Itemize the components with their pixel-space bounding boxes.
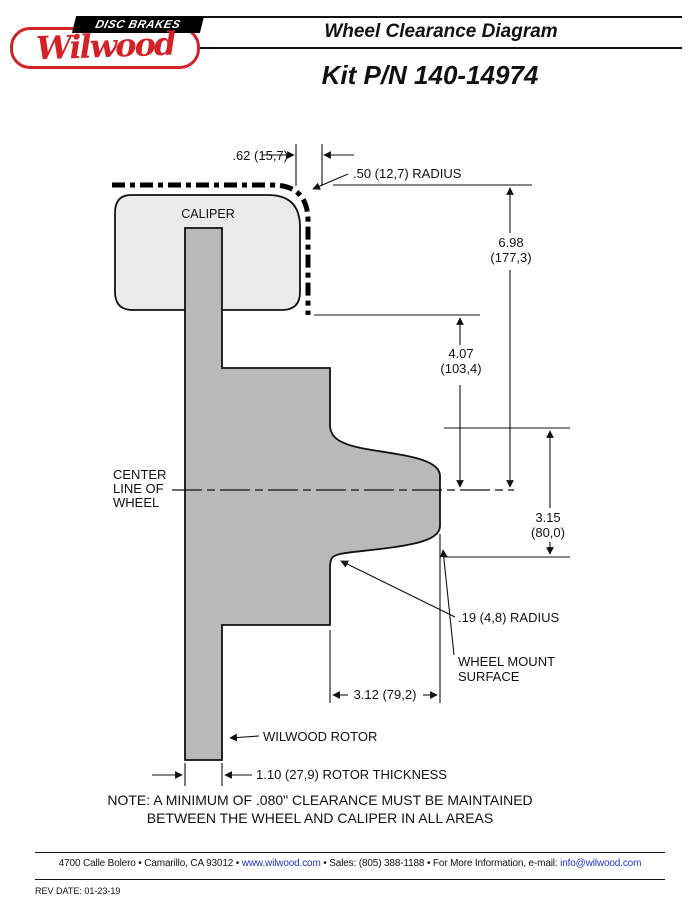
dim-312-text: 3.12 (79,2) [354,687,417,702]
footer-contact-line: 4700 Calle Bolero • Camarillo, CA 93012 … [0,858,700,869]
footer-sales: • Sales: (805) 388-1188 • For More Infor… [320,858,561,869]
rotor-thickness-text: 1.10 (27,9) ROTOR THICKNESS [256,767,447,782]
wilwood-wordmark: Wilwood [35,24,175,67]
kit-number: Kit P/N 140-14974 [321,60,539,90]
footer-email-link[interactable]: info@wilwood.com [560,858,642,869]
dim-62-text: .62 (15,7) [232,148,288,163]
wilwood-logo: Wilwood DISC BRAKES [10,16,205,69]
centerline-label-1: CENTER [113,467,166,482]
wheel-mount-text-1: WHEEL MOUNT [458,654,555,669]
page-title: Wheel Clearance Diagram [324,21,558,42]
dim-315-mm: (80,0) [531,525,565,540]
note-line-1: NOTE: A MINIMUM OF .080" CLEARANCE MUST … [107,792,532,808]
dim-315-in: 3.15 [535,510,560,525]
dim-407-mm: (103,4) [440,361,481,376]
centerline-label-2: LINE OF [113,481,164,496]
wheel-mount-text-2: SURFACE [458,669,520,684]
wheel-clearance-diagram: CALIPER CENTER LINE OF WHEEL .62 (15,7) … [107,144,570,826]
dim-698-mm: (177,3) [490,250,531,265]
rotor-leader [229,733,260,742]
wheel-mount-leader [439,549,455,656]
footer-top-rule [35,852,665,853]
rotor-label: WILWOOD ROTOR [263,729,377,744]
radius-19-leader [340,560,456,618]
caliper-clearance-outline [112,182,311,315]
centerline-label-3: WHEEL [113,495,159,510]
dim-407-in: 4.07 [448,346,473,361]
title-block: Wheel Clearance Diagram [200,16,682,49]
radius-50-leader [312,173,349,190]
note-line-2: BETWEEN THE WHEEL AND CALIPER IN ALL ARE… [147,810,493,826]
dim-698-in: 6.98 [498,235,523,250]
footer-bottom-rule [35,879,665,880]
footer-website-link[interactable]: www.wilwood.com [241,858,321,869]
rev-date: REV DATE: 01-23-19 [35,886,121,896]
rotor-hat-profile [184,227,441,761]
radius-50-text: .50 (12,7) RADIUS [353,166,462,181]
logo-oval: Wilwood [10,24,200,69]
radius-19-text: .19 (4,8) RADIUS [458,610,559,625]
footer-address: 4700 Calle Bolero • Camarillo, CA 93012 … [58,858,242,869]
caliper-label: CALIPER [181,207,235,221]
